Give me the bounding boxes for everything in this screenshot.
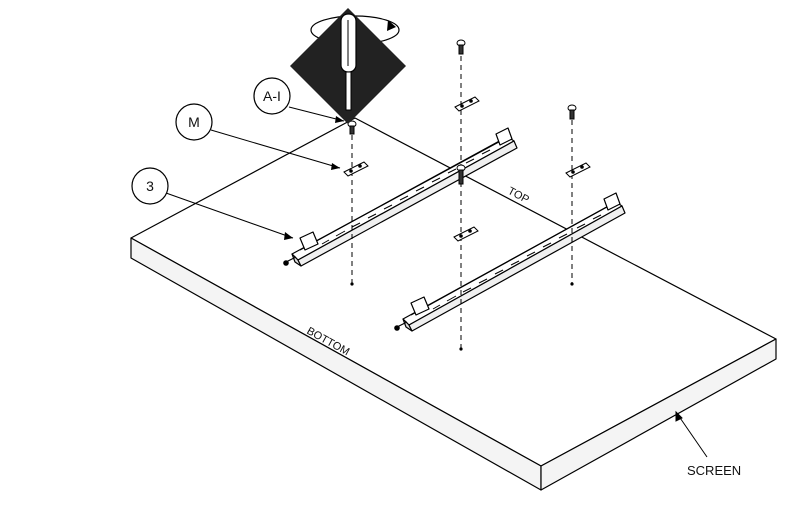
callout-m: M [175, 103, 341, 170]
washer-center-bottom [453, 226, 479, 242]
screw-center-mid [456, 164, 466, 185]
screw-center-top [456, 39, 466, 55]
washer-center-top [454, 96, 480, 112]
callout-m-label: M [188, 114, 200, 130]
right-rail-slots [432, 214, 602, 310]
screw-right [567, 104, 577, 120]
callout-3-label: 3 [146, 178, 154, 194]
washer-right [565, 162, 591, 178]
right-rail [394, 192, 626, 332]
panel-right-edge [540, 338, 777, 491]
callout-a-i-label: A-I [263, 88, 281, 104]
center-line-ends [350, 282, 574, 351]
washer-left [343, 161, 369, 177]
screen-leader [675, 410, 708, 458]
washers [343, 96, 591, 242]
screwdriver-diamond-icon [290, 8, 406, 124]
callout-a-i: A-I [253, 77, 345, 123]
callout-3: 3 [131, 167, 294, 240]
left-rail-slots [321, 149, 491, 245]
screen-label: SCREEN [687, 463, 741, 478]
